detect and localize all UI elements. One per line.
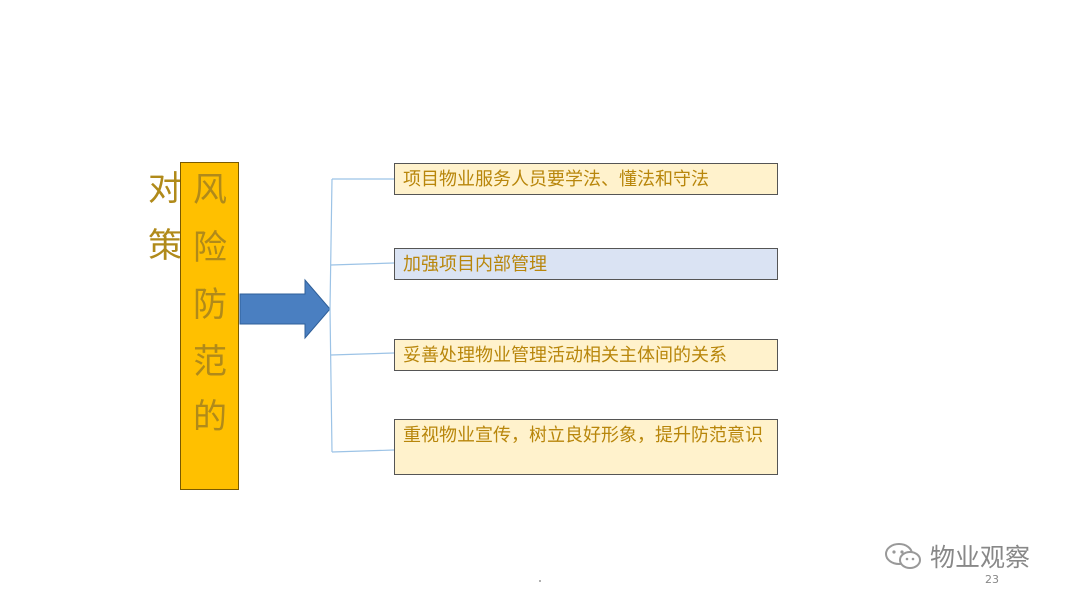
main-topic-box	[180, 162, 239, 490]
wechat-icon	[885, 543, 921, 569]
item-box-3: 妥善处理物业管理活动相关主体间的关系	[394, 339, 778, 371]
main-topic-char-3: 防	[193, 285, 227, 325]
main-topic-char-4: 范	[193, 342, 227, 382]
connector-line-3	[330, 352, 395, 356]
side-label-char-1: 对	[148, 169, 182, 209]
main-topic-char-5: 的	[193, 397, 227, 437]
page-number: 23	[985, 573, 999, 586]
bracket-spine	[329, 178, 333, 453]
watermark: 物业观察	[884, 538, 1030, 574]
connector-line-4	[331, 449, 395, 453]
item-box-1: 项目物业服务人员要学法、懂法和守法	[394, 163, 778, 195]
item-box-4: 重视物业宣传，树立良好形象，提升防范意识	[394, 419, 778, 475]
connector-line-2	[330, 262, 395, 266]
watermark-text: 物业观察	[930, 543, 1031, 572]
side-label-char-2: 策	[148, 226, 182, 266]
right-arrow	[239, 278, 331, 340]
main-topic-char-2: 险	[193, 228, 227, 268]
item-box-2: 加强项目内部管理	[394, 248, 778, 280]
main-topic-char-1: 风	[193, 170, 227, 210]
footer-dot	[539, 580, 541, 582]
